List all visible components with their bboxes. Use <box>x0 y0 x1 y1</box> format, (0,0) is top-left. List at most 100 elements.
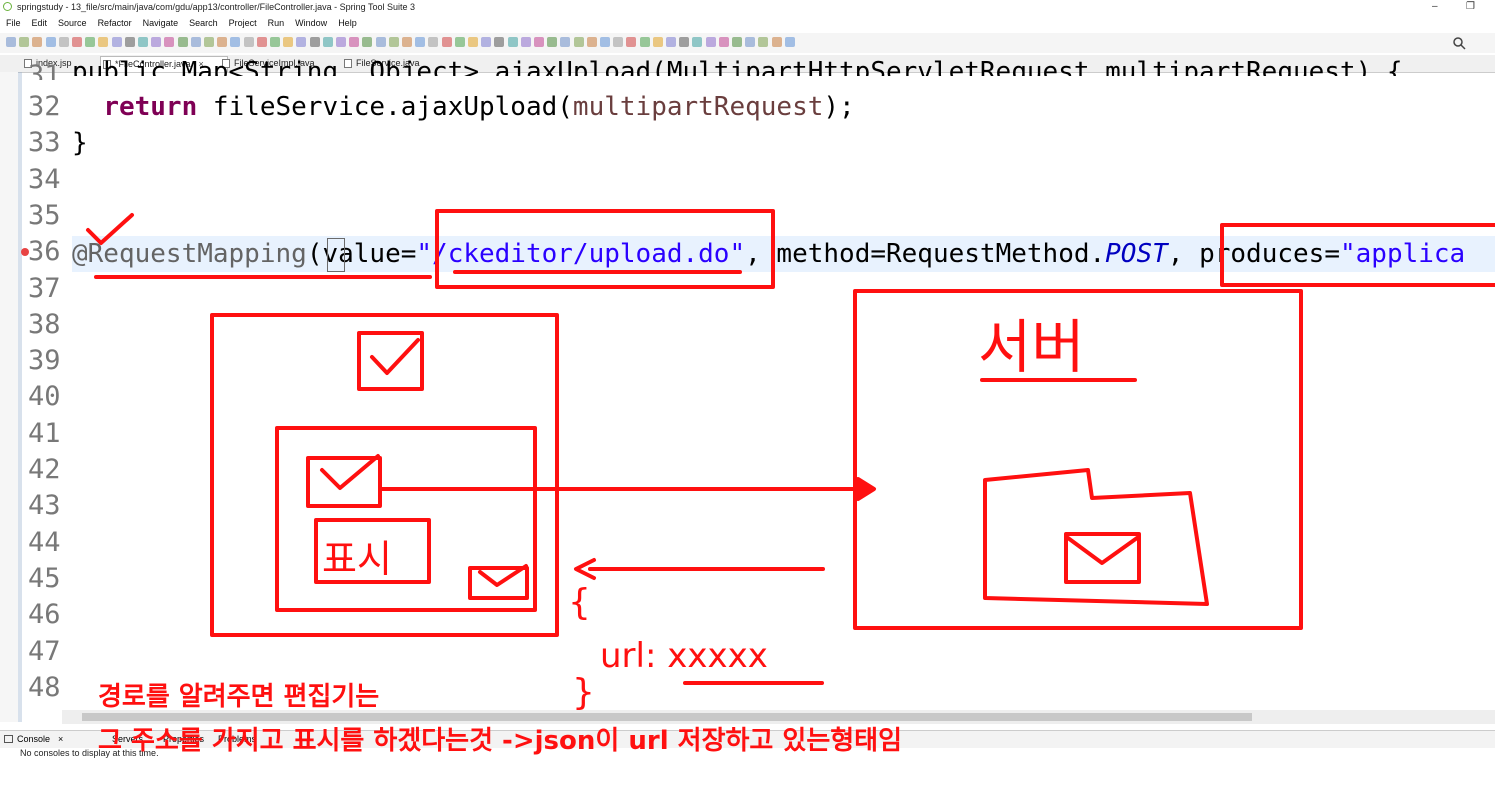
toolbar-button-icon[interactable] <box>322 37 333 47</box>
minimize-button[interactable]: – <box>1432 1 1438 12</box>
tab-file-service[interactable]: FileService.java <box>342 56 420 71</box>
display-label: 표시 <box>322 537 392 581</box>
tab-index-jsp[interactable]: index.jsp <box>22 56 72 71</box>
close-icon[interactable]: × <box>58 734 64 744</box>
keyword-return: return <box>103 92 198 122</box>
toolbar-button-icon[interactable] <box>190 37 201 47</box>
toolbar-button-icon[interactable] <box>388 37 399 47</box>
toolbar-button-icon[interactable] <box>296 37 307 47</box>
toolbar-button-icon[interactable] <box>45 37 56 47</box>
toolbar-button-icon[interactable] <box>705 37 716 47</box>
toolbar-button-icon[interactable] <box>204 37 214 47</box>
toolbar-button-icon[interactable] <box>639 37 650 47</box>
toolbar-button-icon[interactable] <box>336 37 346 47</box>
toolbar-button-icon[interactable] <box>679 37 690 47</box>
image-icon <box>306 456 382 508</box>
line-number: 39 <box>28 345 61 377</box>
toolbar-button-icon[interactable] <box>256 37 267 47</box>
toolbar-button-icon[interactable] <box>164 37 175 47</box>
toolbar-button-icon[interactable] <box>494 37 505 47</box>
console-tab-bar: Console × Servers Properties Problems <box>0 730 1495 748</box>
toolbar-button-icon[interactable] <box>428 37 439 47</box>
problems-tab[interactable]: Problems <box>218 734 257 744</box>
error-marker-icon <box>21 248 29 256</box>
toolbar-button-icon[interactable] <box>19 37 30 47</box>
menu-item-window[interactable]: Window <box>295 18 328 28</box>
toolbar-button-icon[interactable] <box>784 37 795 47</box>
menu-item-navigate[interactable]: Navigate <box>142 18 179 28</box>
image-icon <box>468 566 529 600</box>
toolbar-button-icon[interactable] <box>85 37 96 47</box>
toolbar-button-icon[interactable] <box>230 37 241 47</box>
checkbox-icon <box>357 331 424 391</box>
toolbar-button-icon[interactable] <box>151 37 162 47</box>
menu-item-project[interactable]: Project <box>228 18 257 28</box>
toolbar-button-icon[interactable] <box>441 37 452 47</box>
toolbar-button-icon[interactable] <box>560 37 571 47</box>
toolbar-button-icon[interactable] <box>349 37 360 47</box>
toolbar-button-icon[interactable] <box>362 37 373 47</box>
toolbar-button-icon[interactable] <box>415 37 426 47</box>
toolbar-button-icon[interactable] <box>243 37 254 47</box>
menu-item-search[interactable]: Search <box>189 18 218 28</box>
menu-item-source[interactable]: Source <box>58 18 87 28</box>
toolbar-button-icon[interactable] <box>375 37 386 47</box>
line-number: 45 <box>28 562 61 594</box>
line-number: 37 <box>28 272 61 304</box>
toolbar-button-icon[interactable] <box>309 37 320 47</box>
toolbar-button-icon[interactable] <box>547 37 558 47</box>
toolbar-button-icon[interactable] <box>481 37 492 47</box>
toolbar-button-icon[interactable] <box>402 37 412 47</box>
toolbar-button-icon[interactable] <box>454 37 465 47</box>
toolbar-button-icon[interactable] <box>138 37 148 47</box>
toolbar-button-icon[interactable] <box>626 37 637 47</box>
toolbar-button-icon[interactable] <box>534 37 544 47</box>
tab-file-controller[interactable]: *FileController.java× <box>100 56 228 72</box>
toolbar-button-icon[interactable] <box>586 37 597 47</box>
servers-tab[interactable]: Servers <box>112 734 144 744</box>
toolbar-button-icon[interactable] <box>111 37 122 47</box>
toolbar-button-icon[interactable] <box>283 37 294 47</box>
toolbar-button-icon[interactable] <box>758 37 769 47</box>
toolbar-button-icon[interactable] <box>613 37 624 47</box>
toolbar-button-icon[interactable] <box>32 37 43 47</box>
toolbar-button-icon[interactable] <box>468 37 478 47</box>
scrollbar-thumb[interactable] <box>82 713 1252 721</box>
toolbar-button-icon[interactable] <box>573 37 584 47</box>
tab-file-service-impl[interactable]: FileServiceImpl.java <box>220 56 315 71</box>
search-icon[interactable] <box>1452 36 1466 50</box>
toolbar-button-icon[interactable] <box>745 37 756 47</box>
toolbar-button-icon[interactable] <box>692 37 703 47</box>
menu-bar: File Edit Source Refactor Navigate Search Proj… <box>0 15 1495 31</box>
toolbar-button-icon[interactable] <box>217 37 228 47</box>
toolbar-button-icon[interactable] <box>520 37 531 47</box>
toolbar-button-icon[interactable] <box>600 37 610 47</box>
toolbar-button-icon[interactable] <box>6 37 16 47</box>
toolbar-button-icon[interactable] <box>58 37 69 47</box>
toolbar-button-icon[interactable] <box>732 37 742 47</box>
toolbar-button-icon[interactable] <box>666 37 676 47</box>
line-number: 41 <box>28 417 61 449</box>
menu-item-file[interactable]: File <box>6 18 21 28</box>
toolbar-button-icon[interactable] <box>124 37 135 47</box>
menu-item-run[interactable]: Run <box>267 18 285 28</box>
toolbar-button-icon[interactable] <box>72 37 82 47</box>
close-icon[interactable]: × <box>198 59 204 69</box>
properties-tab[interactable]: Properties <box>163 734 205 744</box>
menu-item-refactor[interactable]: Refactor <box>97 18 132 28</box>
line-number: 42 <box>28 454 61 485</box>
toolbar-button-icon[interactable] <box>177 37 188 47</box>
toolbar-button-icon[interactable] <box>270 37 280 47</box>
restore-button[interactable]: ❐ <box>1466 1 1475 12</box>
console-tab[interactable]: Console <box>17 734 51 744</box>
toolbar-button-icon[interactable] <box>771 37 782 47</box>
toolbar-button-icon[interactable] <box>507 37 518 47</box>
menu-item-help[interactable]: Help <box>338 18 357 28</box>
java-file-icon <box>222 59 230 68</box>
toolbar-button-icon[interactable] <box>718 37 729 47</box>
code-line-33: } <box>72 128 88 158</box>
horizontal-scrollbar[interactable] <box>62 710 1495 724</box>
menu-item-edit[interactable]: Edit <box>31 18 48 28</box>
toolbar-button-icon[interactable] <box>652 37 663 47</box>
toolbar-button-icon[interactable] <box>98 37 109 47</box>
